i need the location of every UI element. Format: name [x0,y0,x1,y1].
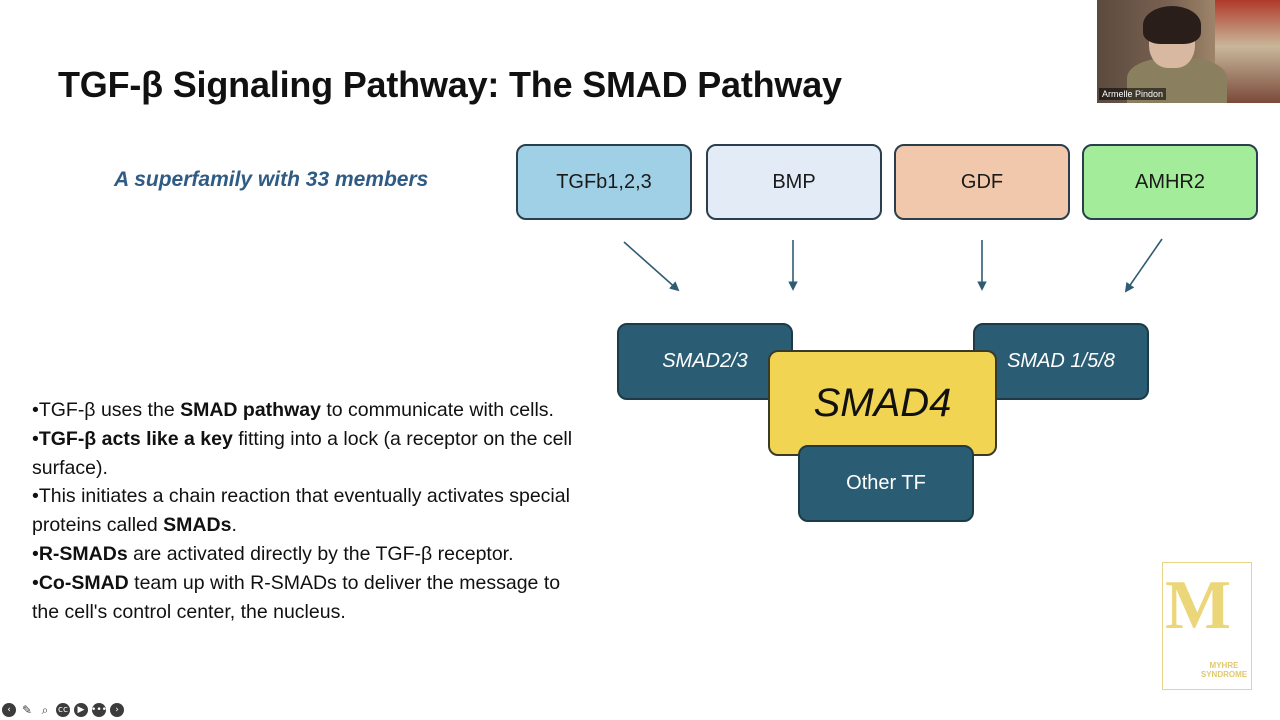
participant-video-tile[interactable]: Armelle Pindon [1097,0,1280,103]
bullet-bold-text: SMADs [163,514,232,537]
participant-name-label: Armelle Pindon [1099,88,1167,100]
logo-text-line-2: SYNDROME [1200,670,1248,679]
r-smad-2-3-box: SMAD2/3 [617,323,793,400]
bullet-text: •This initiates a chain reaction that ev… [32,485,570,537]
ligand-box-amhr2: AMHR2 [1082,144,1258,220]
bullet-text: •TGF-β uses the [32,399,181,421]
bullet-bold-text: R-SMADs [38,542,128,565]
bullet-item: •TGF-β uses the SMAD pathway to communic… [32,396,592,425]
bullet-text: • [32,427,39,450]
bullet-text: to communicate with cells. [320,399,554,421]
bullet-item: •TGF-β acts like a key fitting into a lo… [32,425,592,483]
myhre-syndrome-logo: M MYHRE SYNDROME [1162,562,1252,690]
bullet-text: team up with R-SMADs to deliver the mess… [32,571,561,623]
logo-text: MYHRE SYNDROME [1197,661,1251,679]
bullet-item: •Co-SMAD team up with R-SMADs to deliver… [32,569,592,627]
bullet-bold-text: Co-SMAD [38,571,129,594]
bullet-bold-text: SMAD pathway [180,399,321,421]
bullet-item: •This initiates a chain reaction that ev… [32,482,592,540]
other-tf-box: Other TF [798,445,974,522]
bullet-text: fitting into a lock (a receptor on the c… [32,427,573,479]
logo-letter: M [1165,567,1232,644]
co-smad-4-label: SMAD4 [813,380,952,425]
captions-icon[interactable]: cc [56,703,70,717]
forward-arrow-icon[interactable]: › [110,703,124,717]
ligand-box-gdf: GDF [894,144,1070,220]
arrow-amhr2 [1124,238,1163,293]
video-person-hair [1143,6,1201,44]
r-smad-1-5-8-label: SMAD 1/5/8 [1007,350,1115,372]
other-tf-label: Other TF [846,472,926,494]
logo-text-line-1: MYHRE [1209,661,1239,670]
video-icon[interactable]: ▶ [74,703,88,717]
r-smad-2-3-label: SMAD2/3 [662,350,748,372]
ligand-box-tgfb: TGFb1,2,3 [516,144,692,220]
r-smad-1-5-8-box: SMAD 1/5/8 [973,323,1149,400]
presentation-toolbar: ‹ ✎ ⌕ cc ▶ ••• › [2,702,124,718]
ligand-label-tgfb: TGFb1,2,3 [556,170,652,193]
arrow-tgfb [623,241,680,292]
slide-subtitle: A superfamily with 33 members [114,168,429,191]
bullet-text: . [231,514,237,537]
ligand-label-amhr2: AMHR2 [1134,170,1205,193]
bullet-text: • [32,571,39,594]
pen-icon[interactable]: ✎ [21,703,33,717]
back-arrow-icon[interactable]: ‹ [2,703,16,717]
ligand-label-bmp: BMP [772,170,816,193]
co-smad-4-box: SMAD4 [768,350,997,456]
ligand-label-gdf: GDF [960,170,1004,193]
bullet-item: •R-SMADs are activated directly by the T… [32,540,592,569]
more-icon[interactable]: ••• [91,703,107,717]
slide-title: TGF-β Signaling Pathway: The SMAD Pathwa… [58,64,842,105]
bullet-text: are activated directly by the TGF-β rece… [127,542,514,565]
bullet-list: •TGF-β uses the SMAD pathway to communic… [32,396,592,626]
zoom-icon[interactable]: ⌕ [41,702,49,717]
bullet-text: • [32,542,39,565]
bullet-bold-text: TGF-β acts like a key [38,427,233,450]
ligand-box-bmp: BMP [706,144,882,220]
